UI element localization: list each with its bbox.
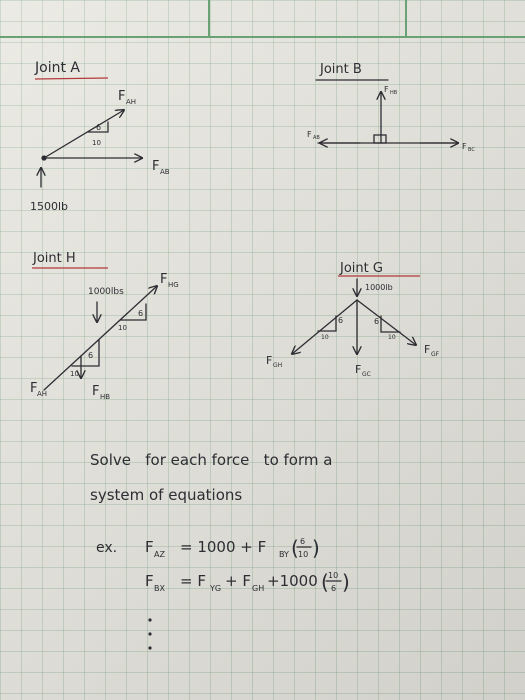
margin-line-left xyxy=(208,0,210,36)
force-gh-sub: GH xyxy=(273,362,282,369)
eq2-frac-den: 6 xyxy=(331,584,336,593)
force-ab-sub: AB xyxy=(160,168,170,176)
joint-a-title: Joint A xyxy=(34,60,80,76)
force-ab-label-b: F xyxy=(307,130,312,139)
joint-g-title: Joint G xyxy=(339,261,383,276)
slope-triangle-g-left xyxy=(317,315,337,332)
force-ab-sub-b: AB xyxy=(313,135,320,141)
slope-triangle-h-top xyxy=(119,303,147,321)
example-prefix: ex. xyxy=(96,540,117,556)
joint-a-diagram: Joint A 6 10 F AH F AB 1500lb xyxy=(30,60,170,213)
slope-h-top-run: 10 xyxy=(118,324,127,332)
eq1-close-paren: ) xyxy=(312,536,320,560)
joint-h-diagram: Joint H 1000lbs 6 10 6 10 F HG F AH F HB xyxy=(30,251,179,401)
eq2-frac-num: 10 xyxy=(328,571,338,580)
joint-b-right-angle xyxy=(373,134,387,144)
force-ab-label: F xyxy=(152,159,159,174)
force-hg-arrow xyxy=(43,286,157,391)
eq2-lhs: F xyxy=(145,572,154,590)
slope-h-top-rise: 6 xyxy=(138,309,143,318)
eq2-rhs-c: +1000 xyxy=(267,572,318,590)
force-ah-sub-h: AH xyxy=(37,390,47,398)
force-hb-sub-h: HB xyxy=(100,393,110,401)
slope-triangle-a xyxy=(87,121,109,133)
eq2-open-paren: ( xyxy=(321,570,329,594)
eq1-frac-den: 10 xyxy=(298,550,308,559)
joint-h-load: 1000lbs xyxy=(88,287,124,297)
joint-g-diagram: Joint G 1000lb 6 10 6 10 F GH F GC F GF xyxy=(266,261,440,378)
continuation-dots xyxy=(148,618,152,650)
joint-h-title: Joint H xyxy=(32,251,76,266)
joint-b-title: Joint B xyxy=(319,62,362,77)
force-hb-label-b: F xyxy=(384,85,389,94)
margin-line-right xyxy=(405,0,407,36)
equation-2: F BX = F YG + F GH +1000 ( 10 6 ) xyxy=(145,570,350,594)
eq1-rhs-sub: BY xyxy=(279,550,289,559)
force-ah-label: F xyxy=(118,89,125,104)
force-gc-label: F xyxy=(355,363,361,376)
eq2-close-paren: ) xyxy=(342,570,350,594)
slope-g-left-run: 10 xyxy=(321,334,329,341)
eq2-rhs-b-sub: GH xyxy=(252,584,264,593)
slope-a-run: 10 xyxy=(92,139,101,147)
slope-g-left-rise: 6 xyxy=(338,316,343,325)
slope-triangle-g-right xyxy=(380,315,401,333)
joint-b-diagram: Joint B F HB F AB F BC xyxy=(307,62,475,153)
solution-notes: Solve for each force to form a system of… xyxy=(90,451,350,650)
slope-h-bot-rise: 6 xyxy=(88,351,93,360)
joint-a-load: 1500lb xyxy=(30,200,68,213)
slope-g-right-run: 10 xyxy=(388,334,396,341)
eq2-lhs-sub: BX xyxy=(154,584,165,593)
joint-g-load: 1000lb xyxy=(365,283,393,292)
slope-g-right-rise: 6 xyxy=(374,317,379,326)
force-gf-arrow xyxy=(356,299,416,345)
force-hb-label-h: F xyxy=(92,384,99,399)
eq2-rhs-b: + F xyxy=(225,572,251,590)
top-rule-line xyxy=(0,36,525,38)
force-ah-arrow xyxy=(43,110,124,159)
slope-triangle-h-bottom xyxy=(71,339,100,367)
eq2-rhs-a: = F xyxy=(180,572,206,590)
eq1-lhs: F xyxy=(145,538,154,556)
force-hg-label: F xyxy=(160,272,167,287)
force-bc-sub: BC xyxy=(468,147,475,153)
force-gf-sub: GF xyxy=(431,351,440,358)
force-gf-label: F xyxy=(424,343,430,356)
force-ah-sub: AH xyxy=(126,98,136,106)
force-ah-label-h: F xyxy=(30,381,37,396)
force-gc-sub: GC xyxy=(362,371,371,378)
eq2-rhs-a-sub: YG xyxy=(209,584,221,593)
force-bc-label: F xyxy=(462,142,467,151)
slope-h-bot-run: 10 xyxy=(70,370,79,378)
force-hg-sub: HG xyxy=(168,281,179,289)
eq1-open-paren: ( xyxy=(291,536,299,560)
slope-a-rise: 6 xyxy=(96,123,101,132)
equation-1: F AZ = 1000 + F BY ( 6 10 ) xyxy=(145,536,320,560)
force-hb-sub-b: HB xyxy=(390,90,398,96)
notes-line-2: system of equations xyxy=(90,486,242,504)
eq1-lhs-sub: AZ xyxy=(154,550,165,559)
notes-line-1: Solve for each force to form a xyxy=(90,451,332,469)
eq1-frac-num: 6 xyxy=(300,537,305,546)
eq1-rhs: = 1000 + F xyxy=(180,538,266,556)
force-gh-arrow xyxy=(292,299,358,354)
joint-a-title-underline xyxy=(34,77,109,80)
force-gh-label: F xyxy=(266,354,272,367)
